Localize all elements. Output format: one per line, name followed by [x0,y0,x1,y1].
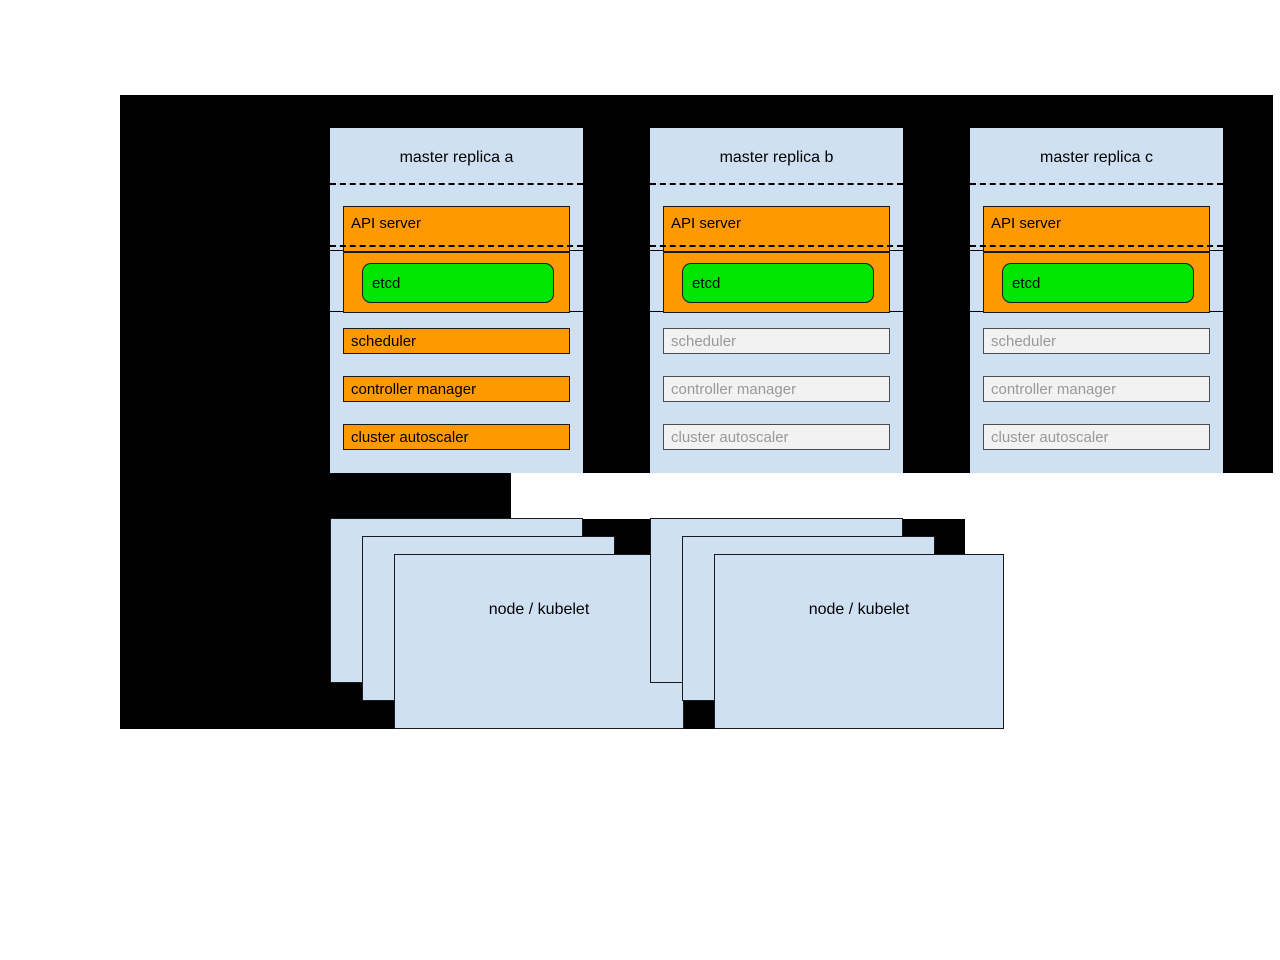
etcd-label-b: etcd [692,275,721,292]
cluster-autoscaler-box-c[interactable]: cluster autoscaler [983,424,1210,450]
replica-a-divider-mid [330,245,583,247]
replica-b-divider-mid [650,245,903,247]
replica-a-divider-top [330,183,583,185]
etcd-pill-b[interactable]: etcd [682,263,874,303]
master-replica-b-panel[interactable]: master replica b API server etcd schedul… [650,128,903,473]
scheduler-box-a[interactable]: scheduler [343,328,570,354]
master-replica-a-panel[interactable]: master replica a API server etcd schedul… [330,128,583,473]
api-server-box-c[interactable]: API server [983,206,1210,252]
backdrop-notch-band [120,473,511,519]
cluster-autoscaler-box-a[interactable]: cluster autoscaler [343,424,570,450]
controller-manager-box-b[interactable]: controller manager [663,376,890,402]
cluster-autoscaler-box-b[interactable]: cluster autoscaler [663,424,890,450]
node-card-front[interactable]: node / kubelet [714,554,1004,729]
master-replica-c-title: master replica c [1040,149,1153,166]
etcd-host-box-c[interactable]: etcd [983,252,1210,313]
etcd-label-c: etcd [1012,275,1041,292]
api-server-box-b[interactable]: API server [663,206,890,252]
scheduler-box-b[interactable]: scheduler [663,328,890,354]
etcd-host-box-b[interactable]: etcd [663,252,890,313]
node-kubelet-label-2: node / kubelet [808,601,910,618]
replica-c-divider-mid [970,245,1223,247]
master-replica-b-title: master replica b [719,149,834,166]
api-server-box-a[interactable]: API server [343,206,570,252]
node-kubelet-label-1: node / kubelet [488,601,590,618]
master-replica-a-title: master replica a [399,149,514,166]
scheduler-box-c[interactable]: scheduler [983,328,1210,354]
api-server-label-b: API server [671,215,742,232]
etcd-label-a: etcd [372,275,401,292]
etcd-pill-c[interactable]: etcd [1002,263,1194,303]
controller-manager-box-c[interactable]: controller manager [983,376,1210,402]
etcd-pill-a[interactable]: etcd [362,263,554,303]
master-replica-c-panel[interactable]: master replica c API server etcd schedul… [970,128,1223,473]
replica-c-divider-top [970,183,1223,185]
api-server-label-c: API server [991,215,1062,232]
replica-b-divider-top [650,183,903,185]
etcd-host-box-a[interactable]: etcd [343,252,570,313]
api-server-label-a: API server [351,215,422,232]
controller-manager-box-a[interactable]: controller manager [343,376,570,402]
node-card-front[interactable]: node / kubelet [394,554,684,729]
